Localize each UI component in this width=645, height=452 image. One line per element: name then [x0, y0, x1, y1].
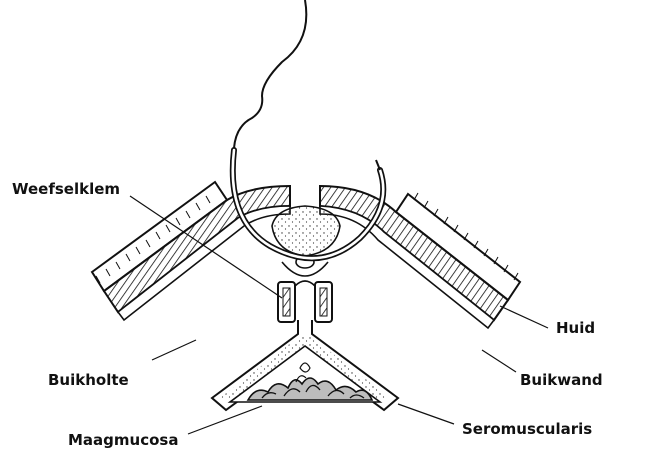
tissue-clamp: [278, 281, 332, 322]
label-weefselklem: Weefselklem: [12, 180, 120, 198]
label-buikwand: Buikwand: [520, 371, 603, 389]
label-buikholte: Buikholte: [48, 371, 129, 389]
pointer-buikholte: [152, 340, 196, 360]
pointer-huid: [500, 306, 548, 328]
wound-closure: [272, 206, 340, 276]
abdominal-wall-right: [320, 186, 520, 328]
pointer-seromuscularis: [398, 404, 454, 424]
pointer-buikwand: [482, 350, 516, 372]
label-maagmucosa: Maagmucosa: [68, 431, 178, 449]
label-seromuscularis: Seromuscularis: [462, 420, 592, 438]
abdominal-wall-left: [92, 182, 290, 320]
label-huid: Huid: [556, 319, 595, 337]
suture-thread: [232, 0, 306, 162]
